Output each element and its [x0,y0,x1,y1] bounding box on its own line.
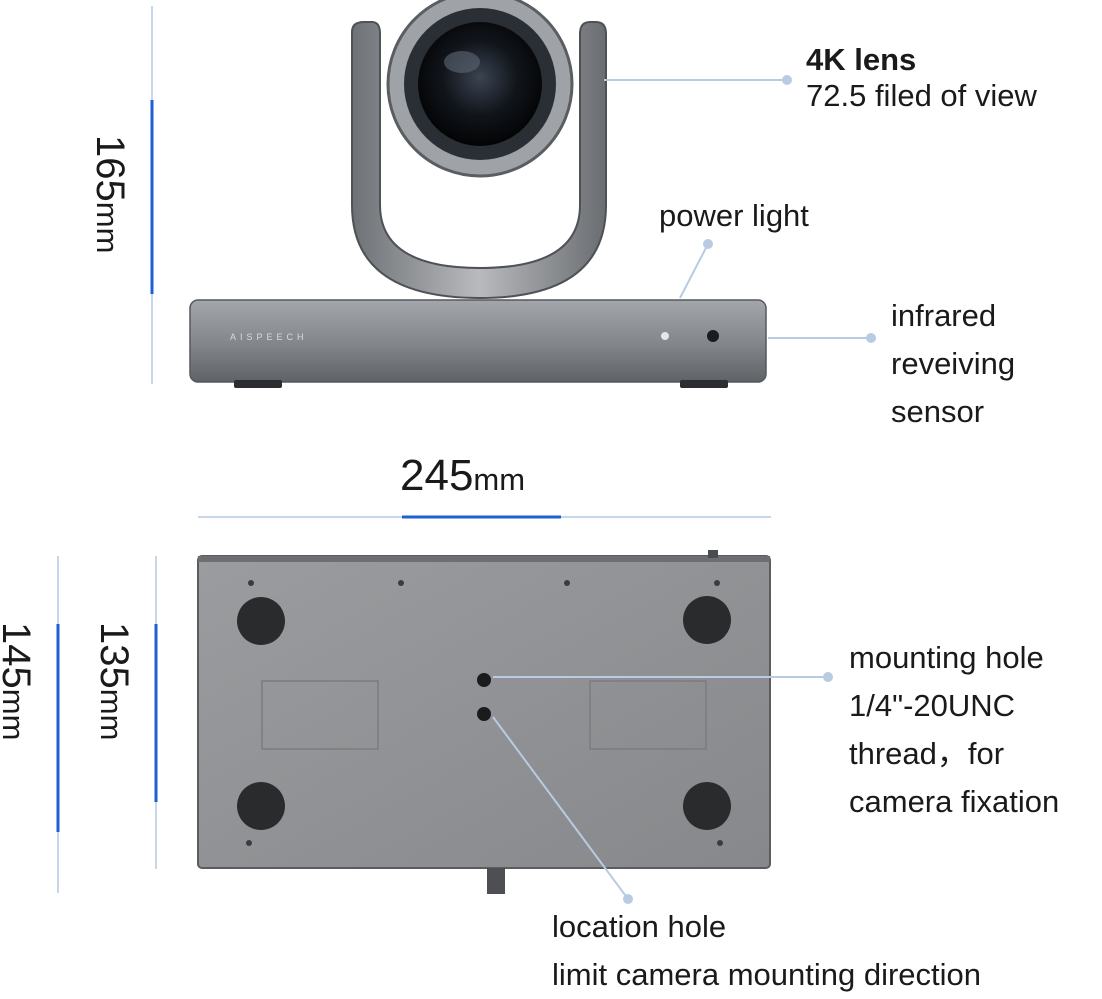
lens-callout-title: 4K lens [806,42,917,77]
label-recess [589,680,707,750]
mounting-hole-callout: mounting hole 1/4"-20UNC thread，for came… [849,634,1059,826]
power-light-indicator [661,332,669,340]
location-hole [477,707,491,721]
label-recess [261,680,379,750]
rubber-foot [683,596,731,644]
infrared-callout-line: infrared [891,298,997,333]
width-dimension-label: 245mm [400,451,526,500]
camera-base [189,299,767,383]
location-hole-callout-line: limit camera mounting direction [552,957,982,992]
lens-callout: 4K lens 72.5 filed of view [806,36,1037,120]
infrared-callout: infrared reveiving sensor [891,292,1015,436]
power-light-callout: power light [659,198,809,233]
mounting-hole [477,673,491,687]
rubber-foot [237,597,285,645]
mounting-hole-callout-line: mounting hole [849,640,1044,675]
infrared-sensor [707,330,719,342]
depth-outer-dimension-label: 145mm [0,622,38,741]
mounting-hole-callout-line: 1/4"-20UNC [849,688,1016,723]
mounting-hole-callout-line: camera fixation [849,784,1060,819]
depth-inner-dimension-label: 135mm [92,622,136,741]
camera-bottom-view [197,550,771,894]
infrared-callout-line: sensor [891,394,985,429]
callout-leaders [492,79,871,900]
location-hole-callout-line: location hole [552,909,727,944]
connector-stub [487,868,505,894]
camera-yoke [351,21,607,300]
infrared-callout-line: reveiving [891,346,1016,381]
callout-dots [623,75,876,904]
rubber-foot [683,782,731,830]
mounting-hole-callout-line: thread，for [849,736,1005,771]
lens-icon [418,22,542,146]
rubber-foot [237,782,285,830]
brand-logo: AISPEECH [230,332,308,342]
height-dimension-label: 165mm [88,135,132,254]
camera-front-view: AISPEECH [189,0,767,388]
location-hole-callout: location hole limit camera mounting dire… [552,903,981,999]
lens-callout-detail: 72.5 filed of view [806,78,1037,113]
